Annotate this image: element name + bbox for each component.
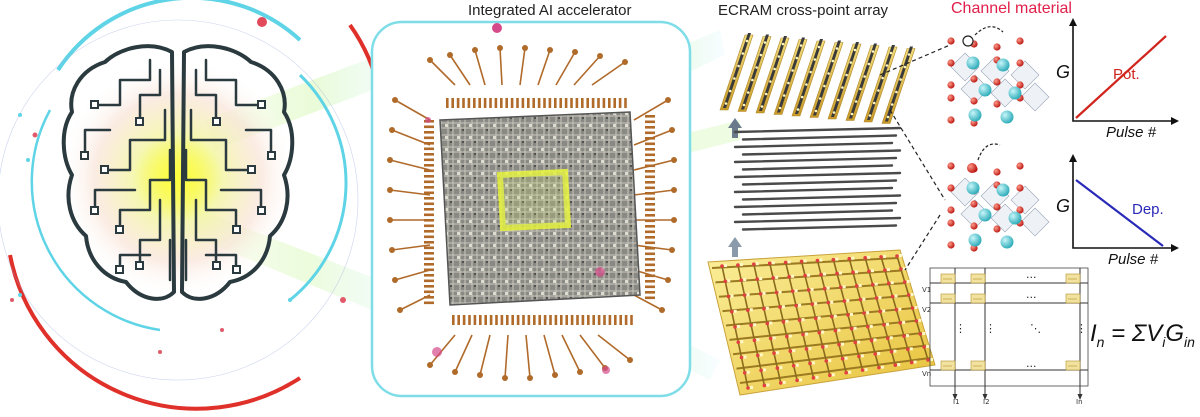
col-label-1: I1 [953, 398, 960, 406]
vacancy-marker [962, 35, 974, 47]
pot-series-label: Pot. [1113, 66, 1140, 83]
pot-plot-ylabel: G [1056, 62, 1071, 82]
zoom-lines [879, 44, 951, 271]
accelerator-title: Integrated AI accelerator [468, 2, 632, 19]
channel-material-title: Channel material [951, 0, 1072, 17]
ion-marker [967, 163, 977, 173]
ecram-array-device [707, 249, 936, 396]
crystal-structure-top [947, 37, 1050, 127]
brain-illustration [0, 0, 382, 411]
ellipsis-v-3: ⋮ [1076, 322, 1087, 335]
potentiation-plot [1069, 18, 1179, 125]
crossbar-schematic [929, 267, 1089, 400]
row-label-2: V2 [922, 306, 932, 314]
depression-plot [1069, 154, 1179, 252]
current-equation: In = ΣViGin [1090, 320, 1195, 350]
ecram-electrode-lines [733, 126, 902, 231]
dep-plot-xlabel: Pulse # [1108, 251, 1159, 268]
col-label-n: In [1076, 398, 1083, 406]
dep-plot-ylabel: G [1056, 196, 1071, 216]
ellipsis-v-1: ⋮ [955, 322, 966, 335]
array-title: ECRAM cross-point array [718, 2, 889, 19]
row-label-1: V1 [922, 286, 932, 294]
ellipsis-v-2: ⋮ [985, 322, 996, 335]
ecram-array-top [719, 33, 916, 124]
row-label-n: Vn [922, 370, 932, 378]
col-label-2: I2 [983, 398, 990, 406]
pot-plot-xlabel: Pulse # [1106, 124, 1157, 141]
crystal-structure-bottom [947, 162, 1050, 252]
arrow-up-icon [728, 118, 742, 257]
ellipsis-h-2: ··· [1026, 291, 1037, 304]
ellipsis-h-3: ··· [1026, 360, 1037, 373]
ellipsis-h-1: ··· [1026, 271, 1037, 284]
ellipsis-d: ⋱ [1030, 322, 1041, 335]
ai-accelerator-chip [370, 20, 692, 398]
dep-series-label: Dep. [1132, 201, 1164, 218]
